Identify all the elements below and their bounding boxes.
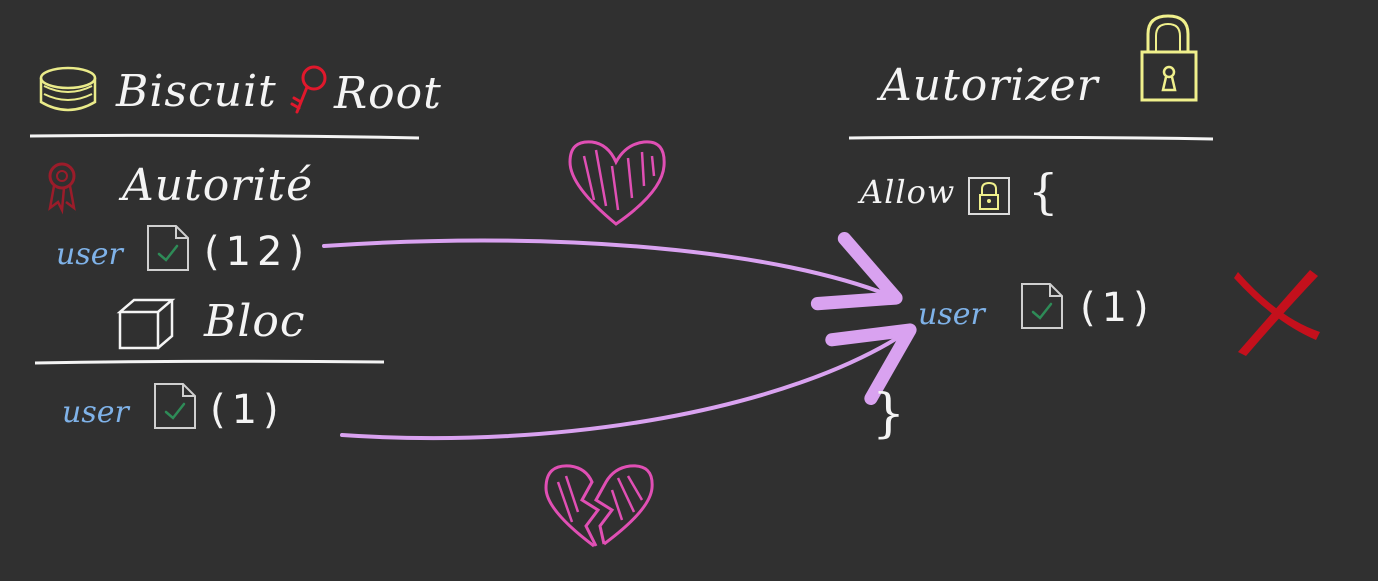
cross-icon xyxy=(1234,270,1320,356)
biscuit-header-underline xyxy=(29,133,420,140)
broken-heart-icon xyxy=(544,464,654,548)
padlock-icon xyxy=(1140,14,1198,102)
allow-label: Allow xyxy=(860,173,956,211)
block-header-underline xyxy=(34,359,385,365)
key-icon xyxy=(290,65,327,114)
block-to-authorizer-arrow xyxy=(340,323,917,441)
root-label: Root xyxy=(334,68,442,119)
authorizer-fact-predicate: user xyxy=(918,297,985,332)
document-check-icon xyxy=(1020,282,1064,330)
biscuit-icon xyxy=(39,66,97,112)
block-label: Bloc xyxy=(204,296,306,347)
authorizer-header-underline xyxy=(848,135,1214,141)
seal-icon xyxy=(48,162,76,215)
biscuit-title: Biscuit xyxy=(116,66,277,117)
block-fact-value: (1) xyxy=(210,387,285,433)
authority-fact-value: (12) xyxy=(204,229,311,275)
authority-fact-predicate: user xyxy=(56,237,123,272)
allow-close-brace: } xyxy=(872,384,906,444)
authority-to-authorizer-arrow xyxy=(322,231,903,311)
padlock-small-icon xyxy=(968,177,1010,215)
authorizer-fact-value: (1) xyxy=(1080,285,1155,331)
document-check-icon xyxy=(146,224,190,272)
heart-icon xyxy=(568,140,666,226)
block-fact-predicate: user xyxy=(62,395,129,430)
document-check-icon xyxy=(153,382,197,430)
cube-icon xyxy=(116,298,176,350)
authority-label: Autorité xyxy=(122,160,314,211)
allow-open-brace: { xyxy=(1028,164,1059,220)
authorizer-title: Autorizer xyxy=(880,60,1099,111)
